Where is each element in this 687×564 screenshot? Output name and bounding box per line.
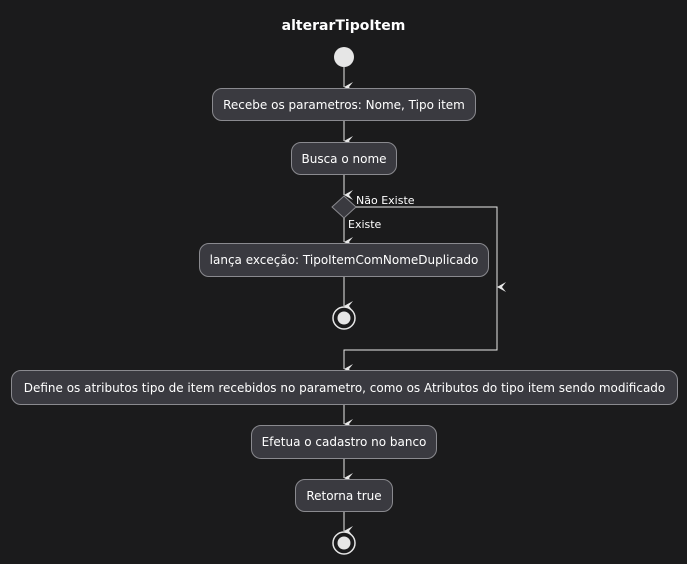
action-return-true: Retorna true	[295, 479, 393, 512]
decision-diamond	[331, 195, 357, 219]
start-node	[334, 47, 354, 67]
diagram-title: alterarTipoItem	[281, 18, 406, 34]
action-search-name: Busca o nome	[291, 142, 397, 175]
stop-node-final	[332, 531, 356, 555]
branch-label-exists: Existe	[348, 218, 382, 231]
action-throw-exception: lança exceção: TipoItemComNomeDuplicado	[199, 243, 489, 277]
action-register-db: Efetua o cadastro no banco	[251, 425, 437, 459]
edge-decision-not-exists	[356, 206, 506, 292]
action-receive-params: Recebe os parametros: Nome, Tipo item	[212, 88, 476, 121]
stop-node-exception	[332, 306, 356, 330]
edge-merge	[343, 287, 498, 374]
action-define-attributes: Define os atributos tipo de item recebid…	[11, 370, 678, 405]
branch-label-not-exists: Não Existe	[356, 194, 415, 207]
